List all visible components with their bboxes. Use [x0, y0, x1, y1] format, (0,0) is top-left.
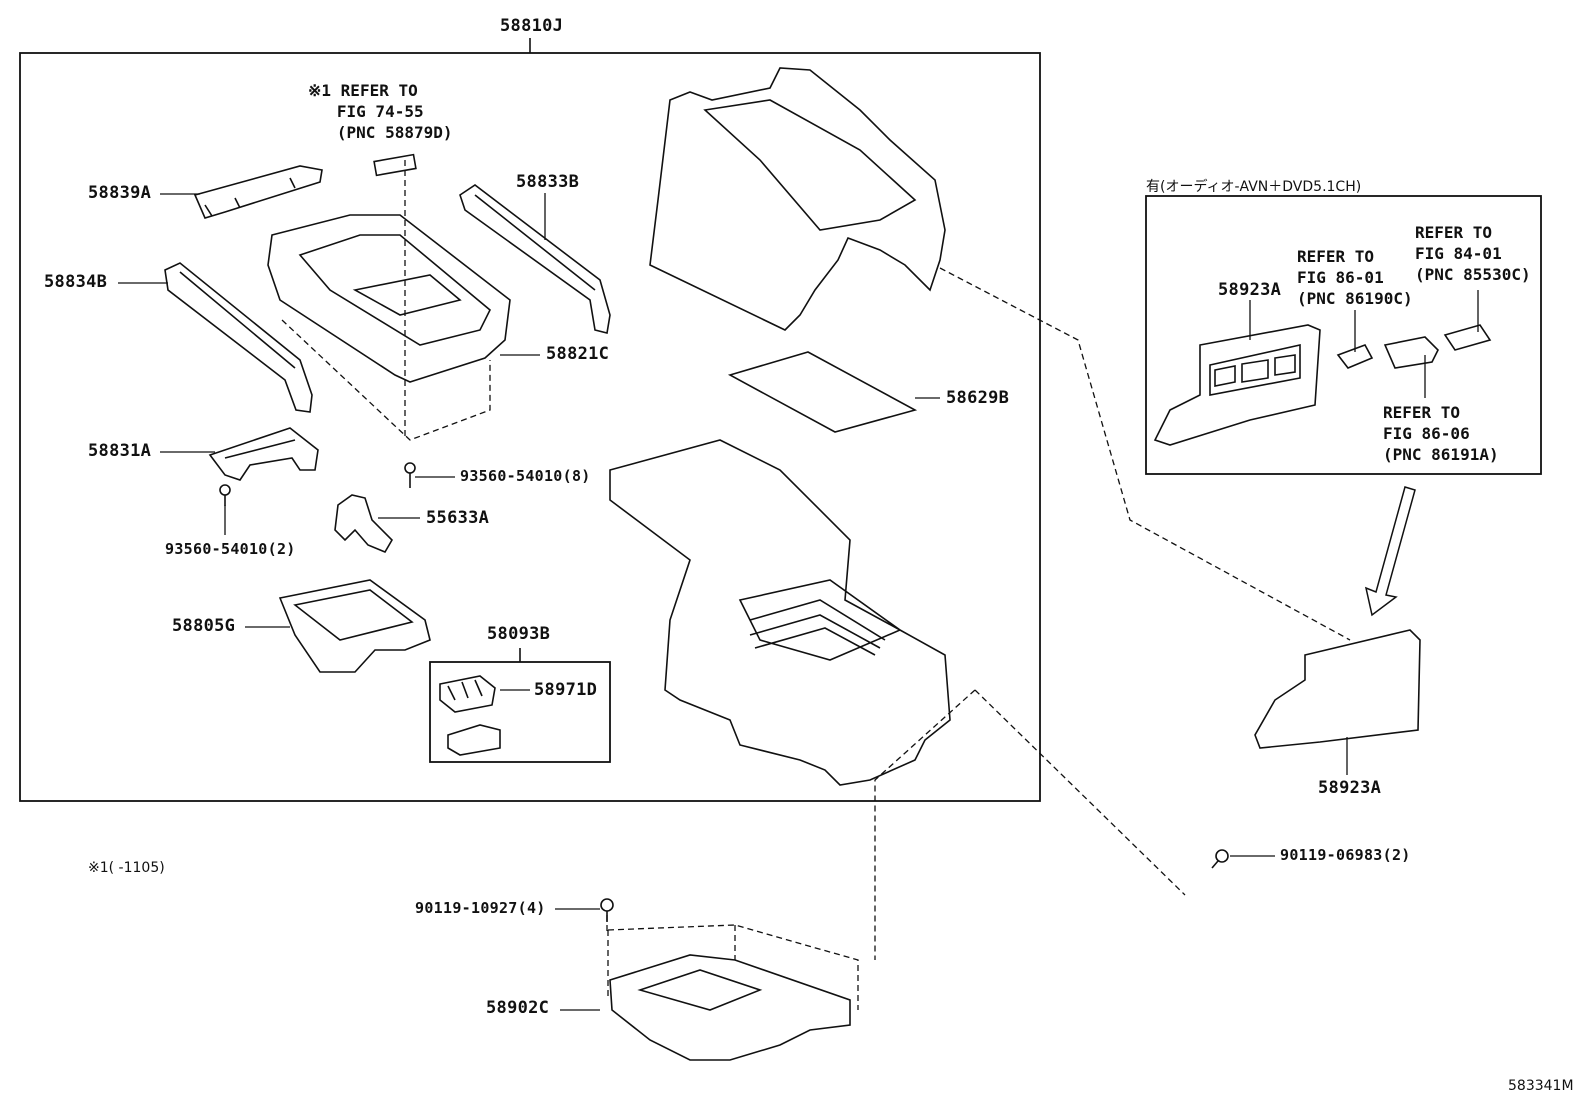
label-93560-8: 93560-54010(8) — [460, 467, 591, 485]
label-93560-2: 93560-54010(2) — [165, 540, 296, 558]
label-58902C: 58902C — [486, 998, 550, 1018]
part-58902C — [609, 954, 851, 1061]
part-58821C — [267, 214, 511, 383]
arrow-icon — [1364, 486, 1416, 617]
part-58839A — [193, 165, 323, 219]
note-refer-fig-74-55: ※1 REFER TO FIG 74-55 (PNC 58879D) — [308, 81, 453, 142]
option-header: 有(オーディオ-AVN＋DVD5.1CH) — [1146, 179, 1362, 195]
label-58629B: 58629B — [946, 388, 1010, 408]
label-58810J: 58810J — [500, 16, 564, 36]
note-refer-fig-86-06: REFER TO FIG 86-06 (PNC 86191A) — [1383, 403, 1499, 464]
label-58971D: 58971D — [534, 680, 598, 700]
part-58923A-outer — [1254, 629, 1421, 749]
part-58833B — [459, 184, 611, 334]
note-refer-fig-84-01: REFER TO FIG 84-01 (PNC 85530C) — [1415, 223, 1531, 284]
label-55633A: 55633A — [426, 508, 490, 528]
part-58629B — [727, 351, 918, 433]
label-90119-10927: 90119-10927(4) — [415, 899, 546, 917]
label-90119-06983: 90119-06983(2) — [1280, 846, 1411, 864]
part-58810J — [649, 67, 946, 331]
label-58831A: 58831A — [88, 441, 152, 461]
label-58834B: 58834B — [44, 272, 108, 292]
screw-icon — [219, 462, 1229, 922]
part-58923A-inner — [1153, 324, 1321, 446]
option-frame — [1145, 195, 1542, 475]
label-58093B: 58093B — [487, 624, 551, 644]
part-58805G — [278, 579, 431, 673]
note-refer-fig-86-01: REFER TO FIG 86-01 (PNC 86190C) — [1297, 247, 1413, 308]
footnote: ※1( -1105) — [88, 860, 165, 876]
part-58971D-base — [447, 724, 501, 756]
label-58833B: 58833B — [516, 172, 580, 192]
switch-icon — [1336, 324, 1492, 369]
part-58831A — [208, 427, 319, 481]
pad-58879D — [373, 153, 417, 177]
part-58971D — [439, 675, 496, 713]
label-58821C: 58821C — [546, 344, 610, 364]
part-58834B — [164, 262, 313, 413]
label-58839A: 58839A — [88, 183, 152, 203]
label-58923A-inner: 58923A — [1218, 280, 1282, 300]
figure-code: 583341M — [1508, 1078, 1574, 1094]
part-console-frame — [609, 439, 951, 786]
label-58923A-outer: 58923A — [1318, 778, 1382, 798]
main-assembly-frame — [19, 52, 1041, 802]
part-55633A — [334, 494, 394, 554]
label-58805G: 58805G — [172, 616, 236, 636]
